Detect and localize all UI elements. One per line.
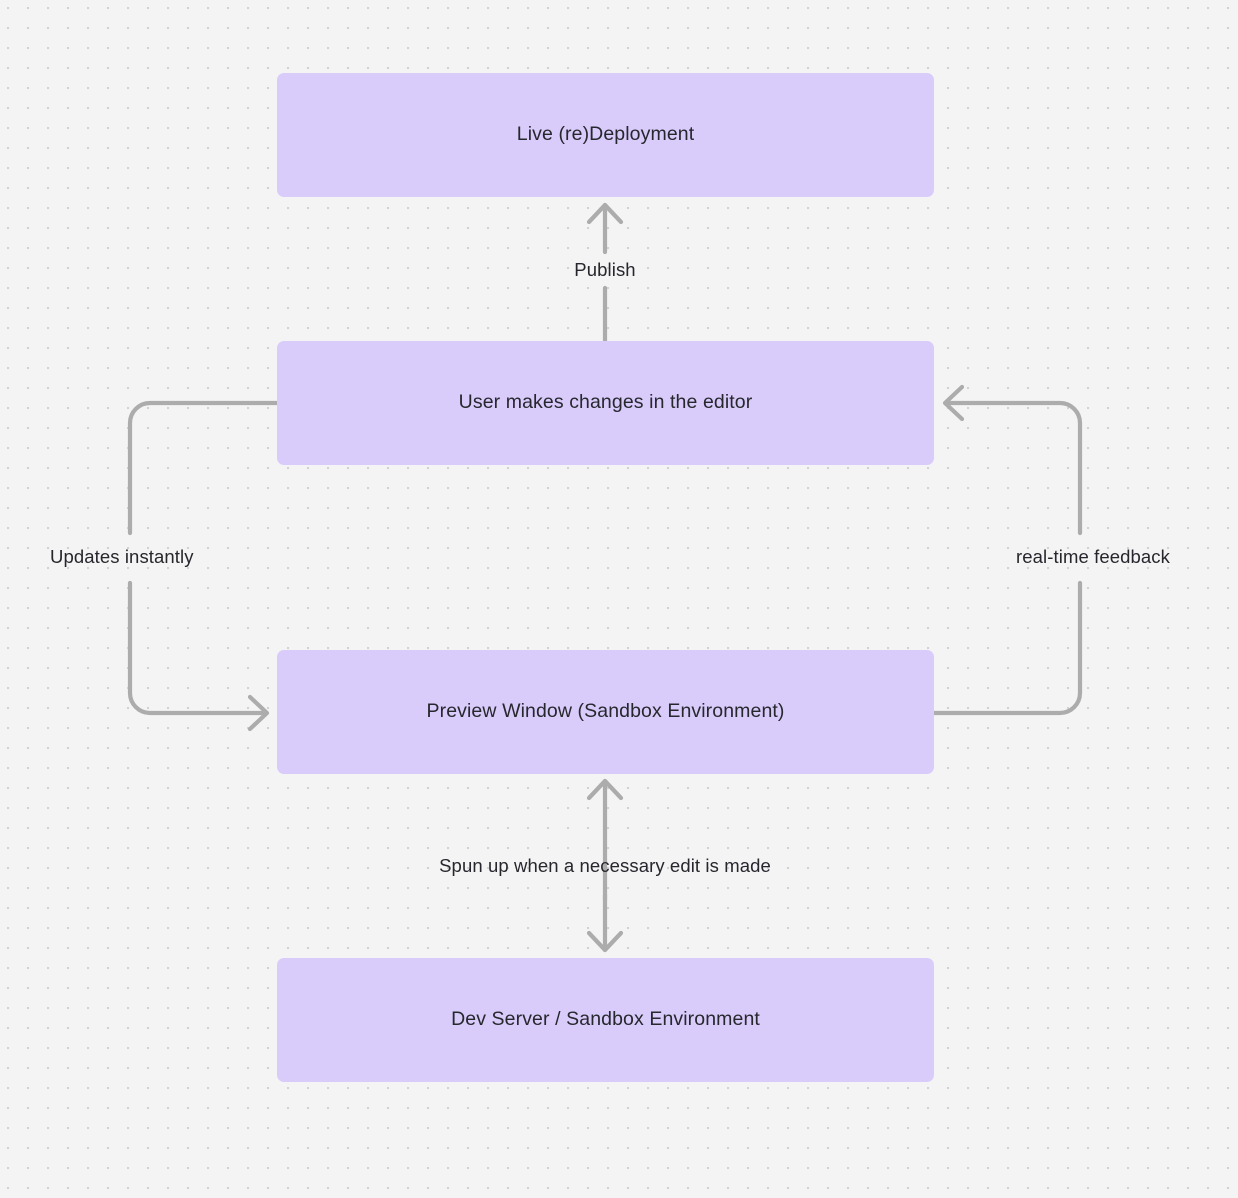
node-live-deployment[interactable]: Live (re)Deployment [277,73,934,197]
node-dev-server[interactable]: Dev Server / Sandbox Environment [277,958,934,1082]
edge-label-updates-instantly: Updates instantly [50,545,194,567]
node-label: Preview Window (Sandbox Environment) [426,700,785,723]
edge-label-real-time-feedback: real-time feedback [1016,545,1170,567]
node-label: Live (re)Deployment [516,123,695,146]
node-label: User makes changes in the editor [458,391,753,414]
node-user-edits[interactable]: User makes changes in the editor [277,341,934,465]
edge-label-spun-up: Spun up when a necessary edit is made [439,854,771,876]
edge-label-publish: Publish [574,258,636,280]
node-preview-window[interactable]: Preview Window (Sandbox Environment) [277,650,934,774]
node-label: Dev Server / Sandbox Environment [451,1008,760,1031]
